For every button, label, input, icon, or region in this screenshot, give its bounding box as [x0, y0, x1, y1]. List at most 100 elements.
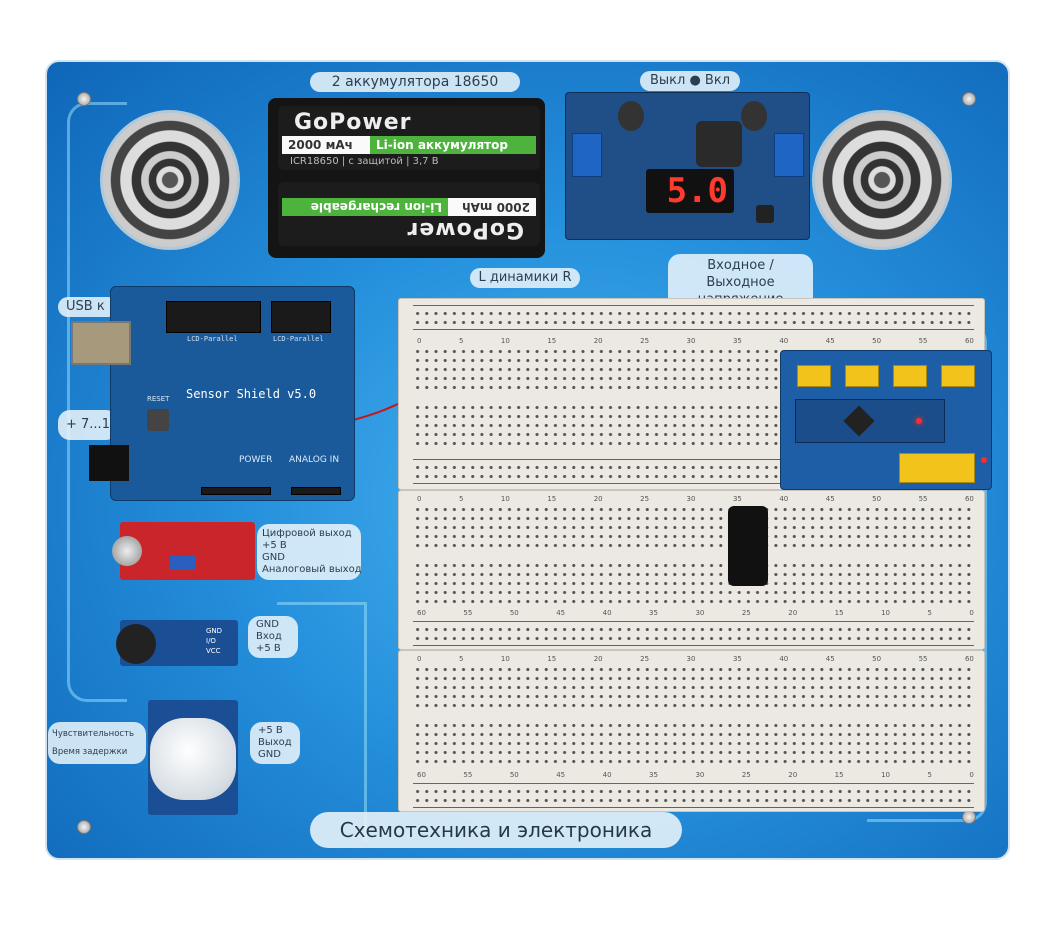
power-led: [981, 457, 987, 463]
pin-header: [291, 487, 341, 495]
pin-label: Вход: [256, 631, 282, 642]
dc-jack[interactable]: [89, 445, 129, 481]
microphone: [112, 536, 142, 566]
column-number: 60: [417, 771, 426, 779]
column-number: 25: [741, 771, 751, 779]
column-number: 45: [556, 771, 566, 779]
voltage-display: 5.0: [646, 169, 734, 213]
pcb-trace: [277, 602, 367, 842]
column-number: 35: [732, 337, 742, 345]
column-number: 0: [417, 337, 422, 345]
column-number: 55: [918, 495, 928, 503]
column-number: 35: [649, 771, 658, 779]
pin-label: Цифровой выход: [262, 528, 352, 539]
screw: [77, 820, 91, 834]
buzzer-pin-labels: GND Вход +5 В: [248, 616, 298, 658]
pin-label: VCC: [206, 647, 221, 655]
column-number: 10: [500, 495, 510, 503]
column-number: 30: [695, 609, 705, 617]
column-number: 45: [825, 495, 835, 503]
column-number: 15: [547, 655, 557, 663]
column-number: 35: [732, 495, 742, 503]
column-number: 55: [463, 771, 473, 779]
column-number: 0: [969, 771, 974, 779]
column-number: 25: [741, 609, 751, 617]
column-number: 15: [834, 609, 844, 617]
column-number: 60: [417, 609, 426, 617]
column-number: 10: [500, 337, 510, 345]
column-number: 10: [881, 609, 890, 617]
usb-port[interactable]: [71, 321, 131, 365]
column-number: 20: [593, 495, 603, 503]
column-number: 60: [964, 495, 974, 503]
column-number: 45: [825, 337, 835, 345]
mic-pin-labels: Цифровой выход +5 В GND Аналоговый выход: [257, 524, 362, 580]
column-number: 50: [509, 771, 519, 779]
column-number: 60: [964, 655, 974, 663]
arduino-nano-shield: [780, 350, 992, 490]
battery-capacity: 2000 mAh: [462, 200, 530, 214]
reset-button[interactable]: [147, 409, 169, 431]
board-title: Схемотехника и электроника: [310, 812, 682, 848]
led: [916, 418, 922, 424]
column-number: 5: [458, 495, 464, 503]
pin-label: GND: [262, 552, 285, 563]
speaker-right: [812, 110, 952, 250]
power-switch[interactable]: Выкл ● Вкл: [640, 71, 740, 91]
column-number: 5: [927, 771, 932, 779]
pin-label: I/O: [206, 637, 216, 645]
pin-label: Аналоговый выход: [262, 564, 362, 575]
dc-barrel-plug[interactable]: [728, 506, 768, 586]
column-number: 10: [500, 655, 510, 663]
analog-label: ANALOG IN: [289, 455, 340, 465]
pin-label: GND: [256, 619, 279, 630]
shield-name: Sensor Shield v5.0: [186, 387, 317, 401]
power-in-label: + 7...1: [58, 410, 118, 440]
column-number: 55: [918, 337, 928, 345]
potentiometer[interactable]: [170, 556, 196, 570]
column-number: 60: [964, 337, 974, 345]
screw: [77, 92, 91, 106]
column-number: 45: [825, 655, 835, 663]
batteries-label: 2 аккумулятора 18650: [310, 72, 520, 92]
column-number: 25: [640, 495, 650, 503]
column-number: 5: [927, 609, 932, 617]
battery-type: Li-ion аккумулятор: [370, 136, 536, 154]
column-number: 0: [969, 609, 974, 617]
column-number: 30: [686, 337, 696, 345]
column-number: 55: [918, 655, 928, 663]
battery-type: Li-ion rechargeable: [282, 198, 448, 216]
buzzer-module: GND I/O VCC: [116, 620, 238, 666]
pin-label: Чувствительность: [52, 729, 135, 739]
column-number: 40: [779, 655, 789, 663]
jumper-block: [899, 453, 975, 483]
pir-adjust-labels: Чувствительность Время задержки: [48, 722, 146, 764]
column-number: 15: [834, 771, 844, 779]
column-number: 35: [649, 609, 658, 617]
column-number: 50: [872, 337, 882, 345]
pin-label: +5 В: [256, 643, 281, 654]
reset-label: RESET: [147, 395, 170, 403]
column-number: 5: [458, 655, 464, 663]
pir-dome: [150, 718, 236, 800]
usb-label: USB к: [58, 297, 118, 317]
column-number: 10: [881, 771, 890, 779]
lcd-header: [271, 301, 331, 333]
microcontroller: [843, 405, 875, 437]
column-number: 20: [788, 609, 798, 617]
jumper-block: [893, 365, 927, 387]
column-number: 20: [593, 655, 603, 663]
pin-label: +5 В: [258, 725, 283, 736]
output-terminal[interactable]: [774, 133, 804, 177]
input-terminal[interactable]: [572, 133, 602, 177]
buzzer: [116, 624, 156, 664]
speakers-label: L динамики R: [470, 268, 580, 288]
column-number: 45: [556, 609, 566, 617]
pcb-trace: [67, 102, 127, 702]
capacitor: [618, 101, 644, 131]
mode-button[interactable]: [756, 205, 774, 223]
jumper-block: [845, 365, 879, 387]
